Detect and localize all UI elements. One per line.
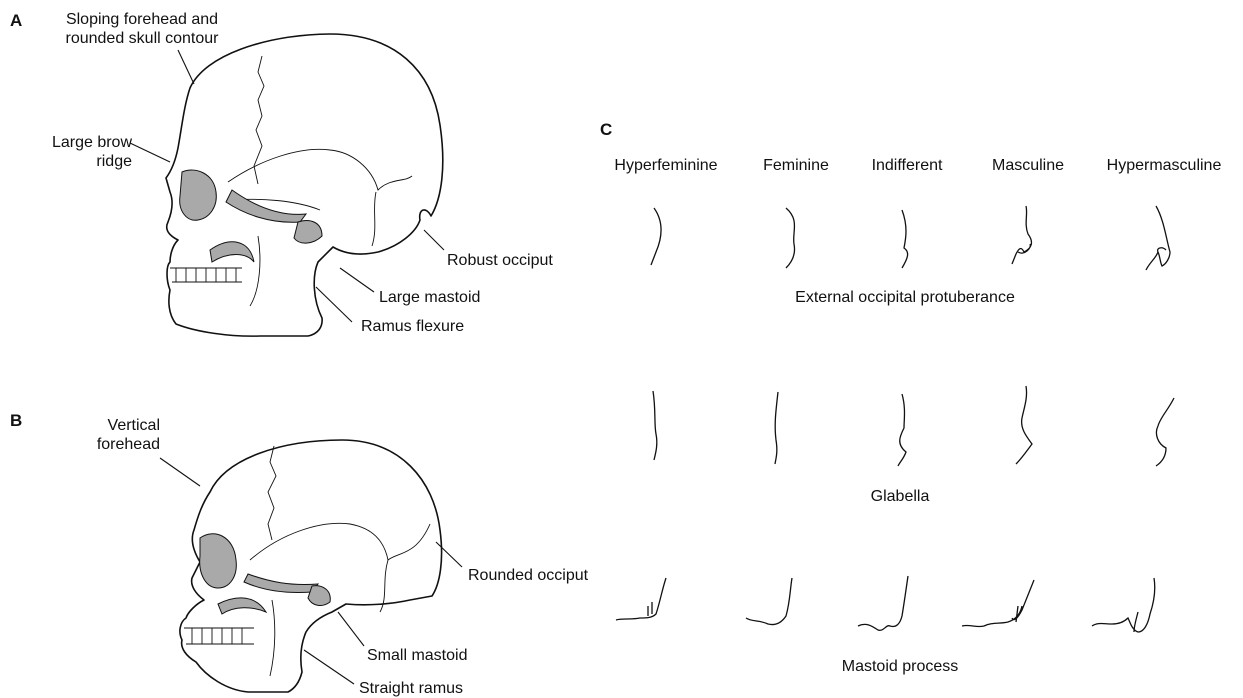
column-indifferent: Indifferent	[856, 156, 958, 175]
glabella-profiles	[653, 386, 1174, 466]
mastoid-profiles	[616, 576, 1155, 632]
row-glabella: Glabella	[820, 487, 980, 506]
label-large-brow: Large brow	[20, 133, 132, 152]
label-forehead: forehead	[60, 435, 160, 454]
label-rounded-contour: rounded skull contour	[52, 29, 232, 48]
label-vertical: Vertical	[60, 416, 160, 435]
label-rounded-occiput: Rounded occiput	[468, 566, 588, 585]
column-hypermasculine: Hypermasculine	[1090, 156, 1238, 175]
label-sloping-forehead: Sloping forehead and	[52, 10, 232, 29]
column-masculine: Masculine	[980, 156, 1076, 175]
row-external-occipital-protuberance: External occipital protuberance	[720, 288, 1090, 307]
label-large-mastoid: Large mastoid	[379, 288, 480, 307]
label-small-mastoid: Small mastoid	[367, 646, 467, 665]
row-mastoid-process: Mastoid process	[780, 657, 1020, 676]
label-brow-ridge: ridge	[20, 152, 132, 171]
occipital-profiles	[651, 206, 1170, 270]
label-ramus-flexure: Ramus flexure	[361, 317, 464, 336]
column-hyperfeminine: Hyperfeminine	[600, 156, 732, 175]
label-robust-occiput: Robust occiput	[447, 251, 553, 270]
label-straight-ramus: Straight ramus	[359, 679, 463, 698]
column-feminine: Feminine	[746, 156, 846, 175]
